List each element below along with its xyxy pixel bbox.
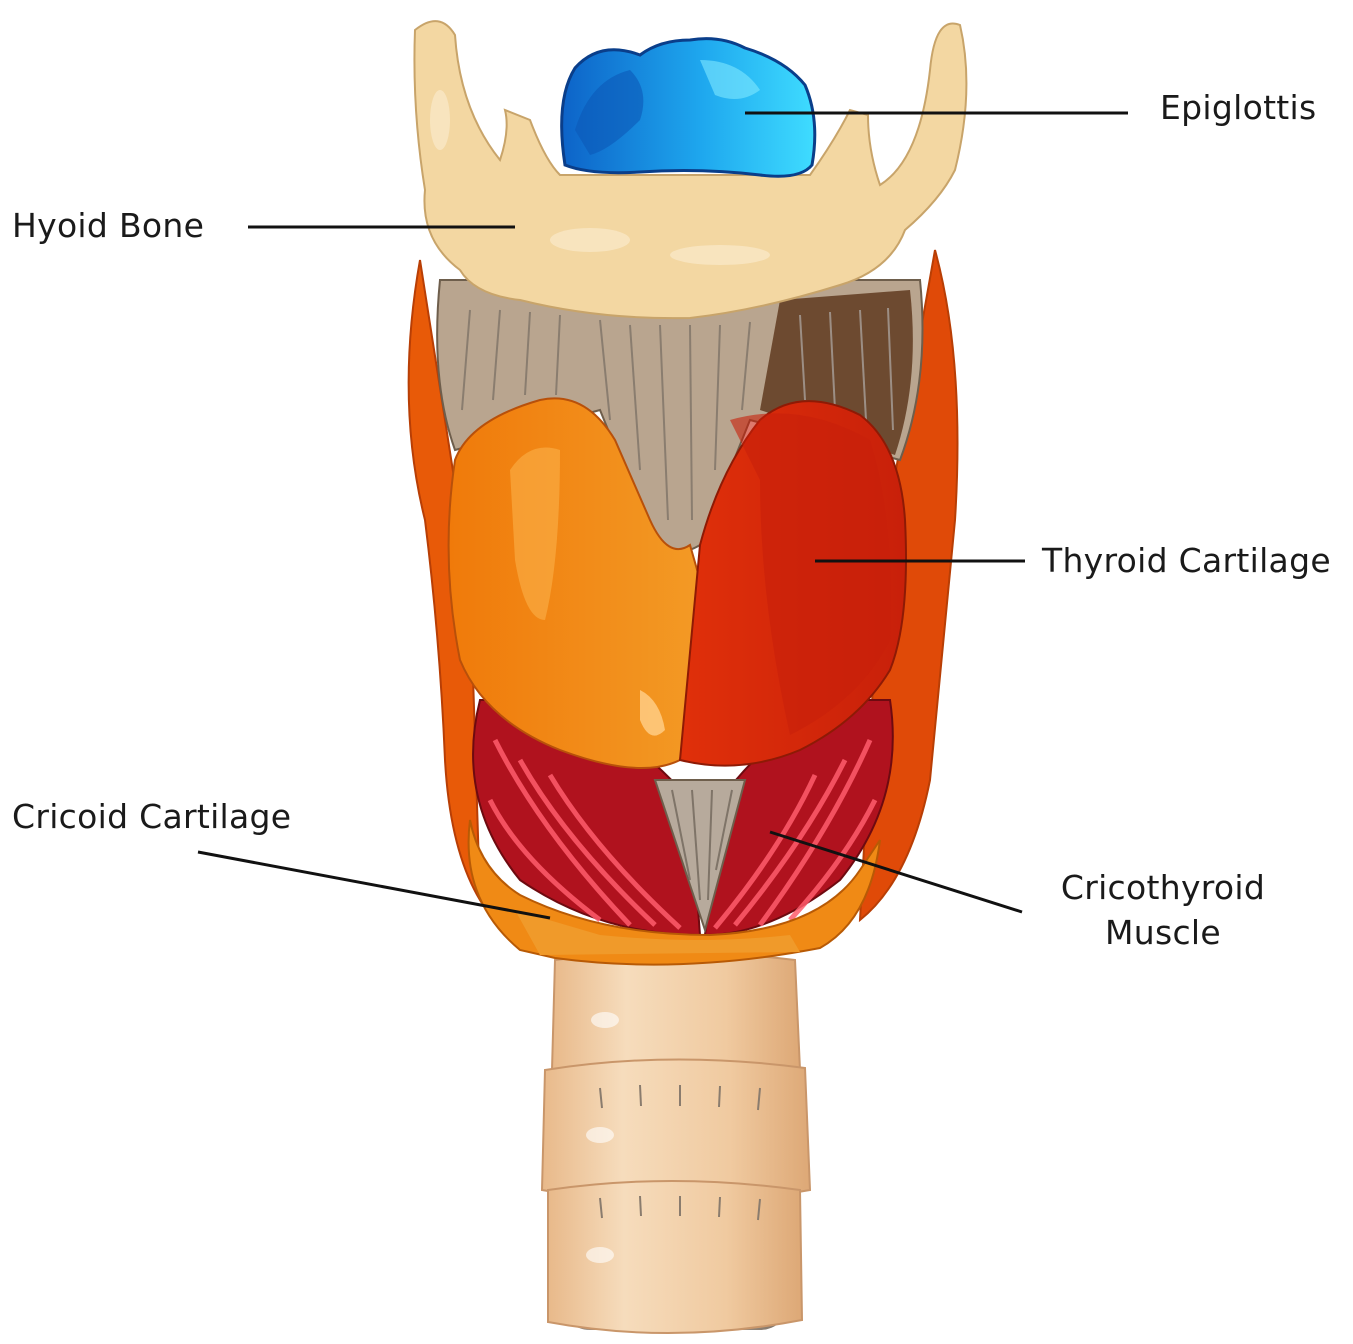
trachea bbox=[542, 953, 810, 1334]
label-epiglottis: Epiglottis bbox=[1160, 86, 1317, 131]
label-cricothyroid-muscle: Cricothyroid Muscle bbox=[1050, 866, 1276, 955]
label-thyroid-cartilage: Thyroid Cartilage bbox=[1042, 539, 1331, 584]
label-cricothyroid-muscle-line2: Muscle bbox=[1050, 911, 1276, 956]
label-hyoid-bone: Hyoid Bone bbox=[12, 204, 204, 249]
label-cricoid-cartilage: Cricoid Cartilage bbox=[12, 795, 291, 840]
label-cricothyroid-muscle-line1: Cricothyroid bbox=[1050, 866, 1276, 911]
epiglottis bbox=[562, 39, 815, 177]
